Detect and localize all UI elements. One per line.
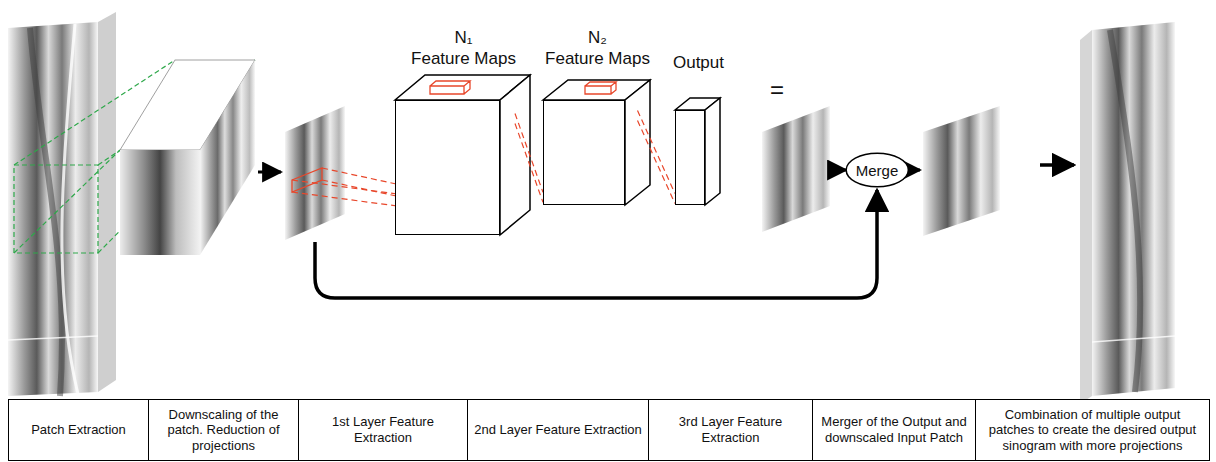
- flow-arrow: [833, 169, 846, 172]
- step-description: 1st Layer Feature Extraction: [305, 414, 461, 445]
- patch-slab: [120, 60, 255, 255]
- block-side-face: [500, 75, 530, 235]
- receptive-field-box: [430, 81, 470, 94]
- merge-node: Merge: [845, 152, 910, 188]
- step-caption-cell: 1st Layer Feature Extraction: [298, 399, 468, 461]
- output-layer: Output: [675, 110, 705, 205]
- layer-label: Feature Maps: [384, 48, 544, 69]
- step-caption-cell: 3rd Layer Feature Extraction: [648, 399, 813, 461]
- equals-sign: =: [770, 78, 784, 102]
- block-side-face: [625, 80, 650, 205]
- step-description: Patch Extraction: [31, 422, 126, 438]
- layer-label: Output: [654, 52, 744, 73]
- step-caption-cell: Merger of the Output and downscaled Inpu…: [812, 399, 976, 461]
- step-description: Downscaling of the patch. Reduction of p…: [155, 407, 292, 454]
- step-description: Combination of multiple output patches t…: [982, 407, 1203, 454]
- step-caption-cell: 2nd Layer Feature Extraction: [467, 399, 649, 461]
- receptive-field-connector: [515, 114, 543, 203]
- feature-map-block: N₂Feature Maps: [543, 100, 625, 205]
- merge-label: Merge: [856, 162, 899, 179]
- receptive-field-box: [585, 82, 616, 94]
- step-caption-cell: Downscaling of the patch. Reduction of p…: [148, 399, 299, 461]
- layer-label: Feature Maps: [528, 48, 668, 69]
- output-sinogram: [1080, 22, 1175, 404]
- flow-arrow: [907, 169, 920, 172]
- merged-patch: [923, 106, 1000, 236]
- step-description: Merger of the Output and downscaled Inpu…: [819, 414, 969, 445]
- downscaled-patch: [285, 106, 345, 240]
- flow-arrow: [1040, 163, 1074, 167]
- layer-label: N₁: [384, 27, 544, 48]
- layer-caption: N₂Feature Maps: [528, 27, 668, 70]
- receptive-field-connector: [638, 111, 676, 204]
- output-patch: [762, 106, 830, 232]
- layer-caption: Output: [654, 52, 744, 73]
- feature-map-block: N₁Feature Maps: [395, 100, 500, 235]
- layer-label: N₂: [528, 27, 668, 48]
- step-caption-cell: Patch Extraction: [8, 399, 149, 461]
- step-description: 3rd Layer Feature Extraction: [655, 414, 806, 445]
- block-side-face: [705, 98, 720, 205]
- layer-caption: N₁Feature Maps: [384, 27, 544, 70]
- flow-arrow: [258, 171, 281, 174]
- step-description: 2nd Layer Feature Extraction: [474, 422, 642, 438]
- step-caption-cell: Combination of multiple output patches t…: [975, 399, 1210, 461]
- input-sinogram: [8, 12, 116, 396]
